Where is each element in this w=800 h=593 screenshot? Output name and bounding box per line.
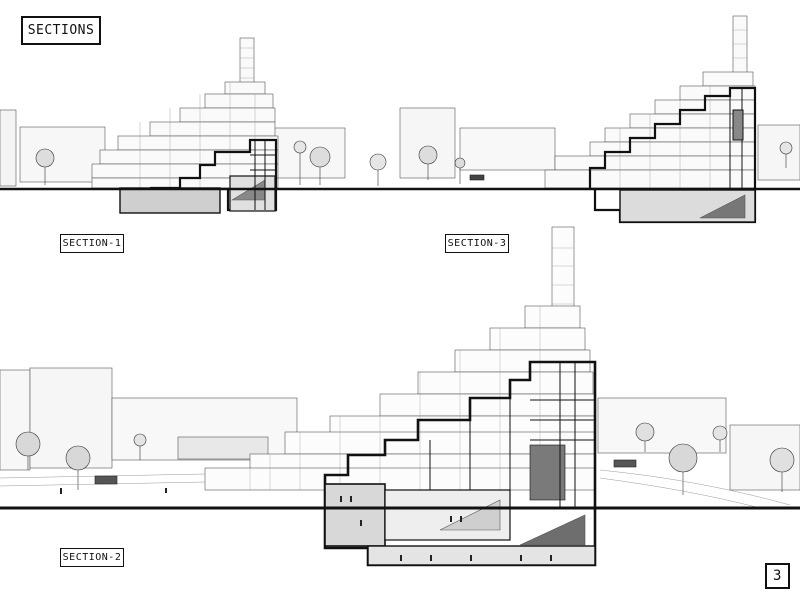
car xyxy=(613,459,637,468)
section-3-drawing xyxy=(369,15,800,224)
context-building xyxy=(269,127,346,179)
car xyxy=(94,475,118,485)
context-building xyxy=(177,436,269,460)
context-building xyxy=(399,107,456,179)
context-building xyxy=(459,127,556,171)
context-building xyxy=(597,397,727,454)
context-building xyxy=(19,126,106,183)
context-building xyxy=(0,109,17,187)
section-3-label: SECTION-3 xyxy=(445,234,509,253)
section-1-drawing xyxy=(0,37,346,214)
sheet-title: SECTIONS xyxy=(21,16,101,45)
section-2-label: SECTION-2 xyxy=(60,548,124,567)
stepped-modules xyxy=(91,37,279,189)
section-1-label: SECTION-1 xyxy=(60,234,124,253)
page-number: 3 xyxy=(765,563,790,589)
context-building xyxy=(757,124,800,181)
section-2-drawing xyxy=(0,226,800,567)
